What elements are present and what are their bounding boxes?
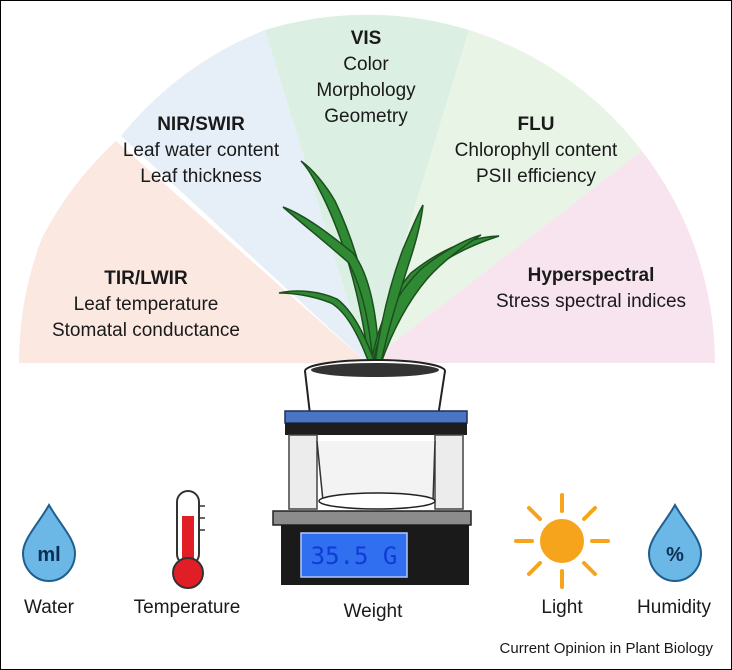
sector-tir-2 xyxy=(42,141,367,363)
water-drop-icon: ml xyxy=(21,502,77,583)
caption-weight: Weight xyxy=(343,601,403,622)
humidity-drop-icon: % xyxy=(647,502,703,583)
label-nir: NIR/SWIR Leaf water content Leaf thickne… xyxy=(96,112,306,190)
sector-nir xyxy=(121,30,367,363)
nir-line-1: Leaf water content xyxy=(122,140,280,161)
nir-title: NIR/SWIR xyxy=(157,114,245,135)
caption-water: Water xyxy=(24,597,74,618)
flu-title: FLU xyxy=(517,114,555,135)
plant xyxy=(278,160,500,365)
label-tir: TIR/LWIR Leaf temperature Stomatal condu… xyxy=(21,266,271,344)
vis-line-2: Morphology xyxy=(316,80,416,101)
spectral-fan xyxy=(18,14,715,364)
caption-light: Light xyxy=(541,597,583,618)
sector-tir xyxy=(18,238,367,363)
hyper-line-1: Stress spectral indices xyxy=(495,291,687,312)
sector-flu xyxy=(367,30,642,363)
thermometer-icon xyxy=(172,490,205,589)
label-vis: VIS Color Morphology Geometry xyxy=(291,26,441,130)
tir-title: TIR/LWIR xyxy=(104,268,188,289)
label-flu: FLU Chlorophyll content PSII efficiency xyxy=(431,112,641,190)
vis-title: VIS xyxy=(350,28,382,49)
hyper-title: Hyperspectral xyxy=(527,265,655,286)
scale-icon: 35.5 G xyxy=(272,410,472,585)
tir-line-1: Leaf temperature xyxy=(73,294,219,315)
sector-vis xyxy=(265,14,469,364)
tir-line-2: Stomatal conductance xyxy=(51,320,240,341)
label-hyper: Hyperspectral Stress spectral indices xyxy=(471,263,711,315)
water-icon-text: ml xyxy=(37,544,60,566)
caption-temperature: Temperature xyxy=(133,597,241,618)
footer-credit: Current Opinion in Plant Biology xyxy=(499,640,713,657)
sun-icon xyxy=(514,493,610,589)
scale-display: 35.5 G xyxy=(311,542,398,570)
caption-humidity: Humidity xyxy=(637,597,711,618)
pot xyxy=(304,359,446,424)
vis-line-1: Color xyxy=(343,54,389,75)
nir-line-2: Leaf thickness xyxy=(140,166,262,187)
sector-hyper xyxy=(367,151,715,363)
flu-line-2: PSII efficiency xyxy=(475,166,597,187)
vis-line-3: Geometry xyxy=(324,106,408,127)
flu-line-1: Chlorophyll content xyxy=(454,140,618,161)
humidity-icon-text: % xyxy=(666,544,684,566)
